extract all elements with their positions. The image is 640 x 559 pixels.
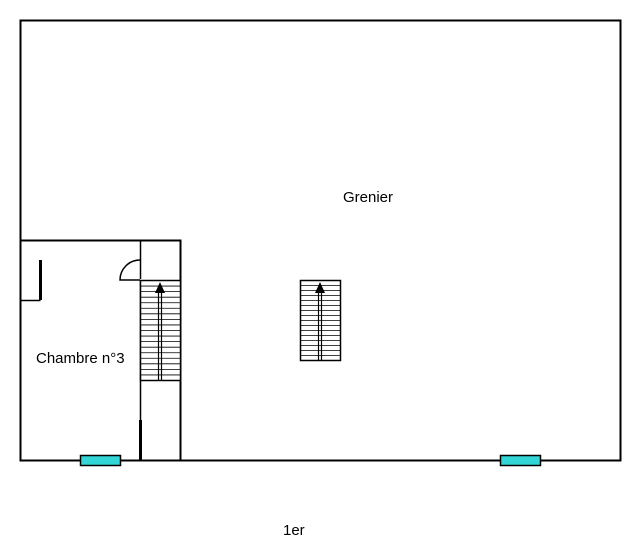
window-icon (79, 454, 122, 467)
room-label-attic: Grenier (343, 189, 393, 206)
stair-icon (139, 279, 182, 382)
door-swing-icon (119, 241, 142, 281)
bedroom-partition-wall (20, 239, 182, 460)
room-label-bedroom: Chambre n°3 (36, 350, 125, 367)
stair-icon (299, 279, 342, 362)
floor-label: 1er (283, 522, 305, 539)
window-icon (499, 454, 542, 467)
